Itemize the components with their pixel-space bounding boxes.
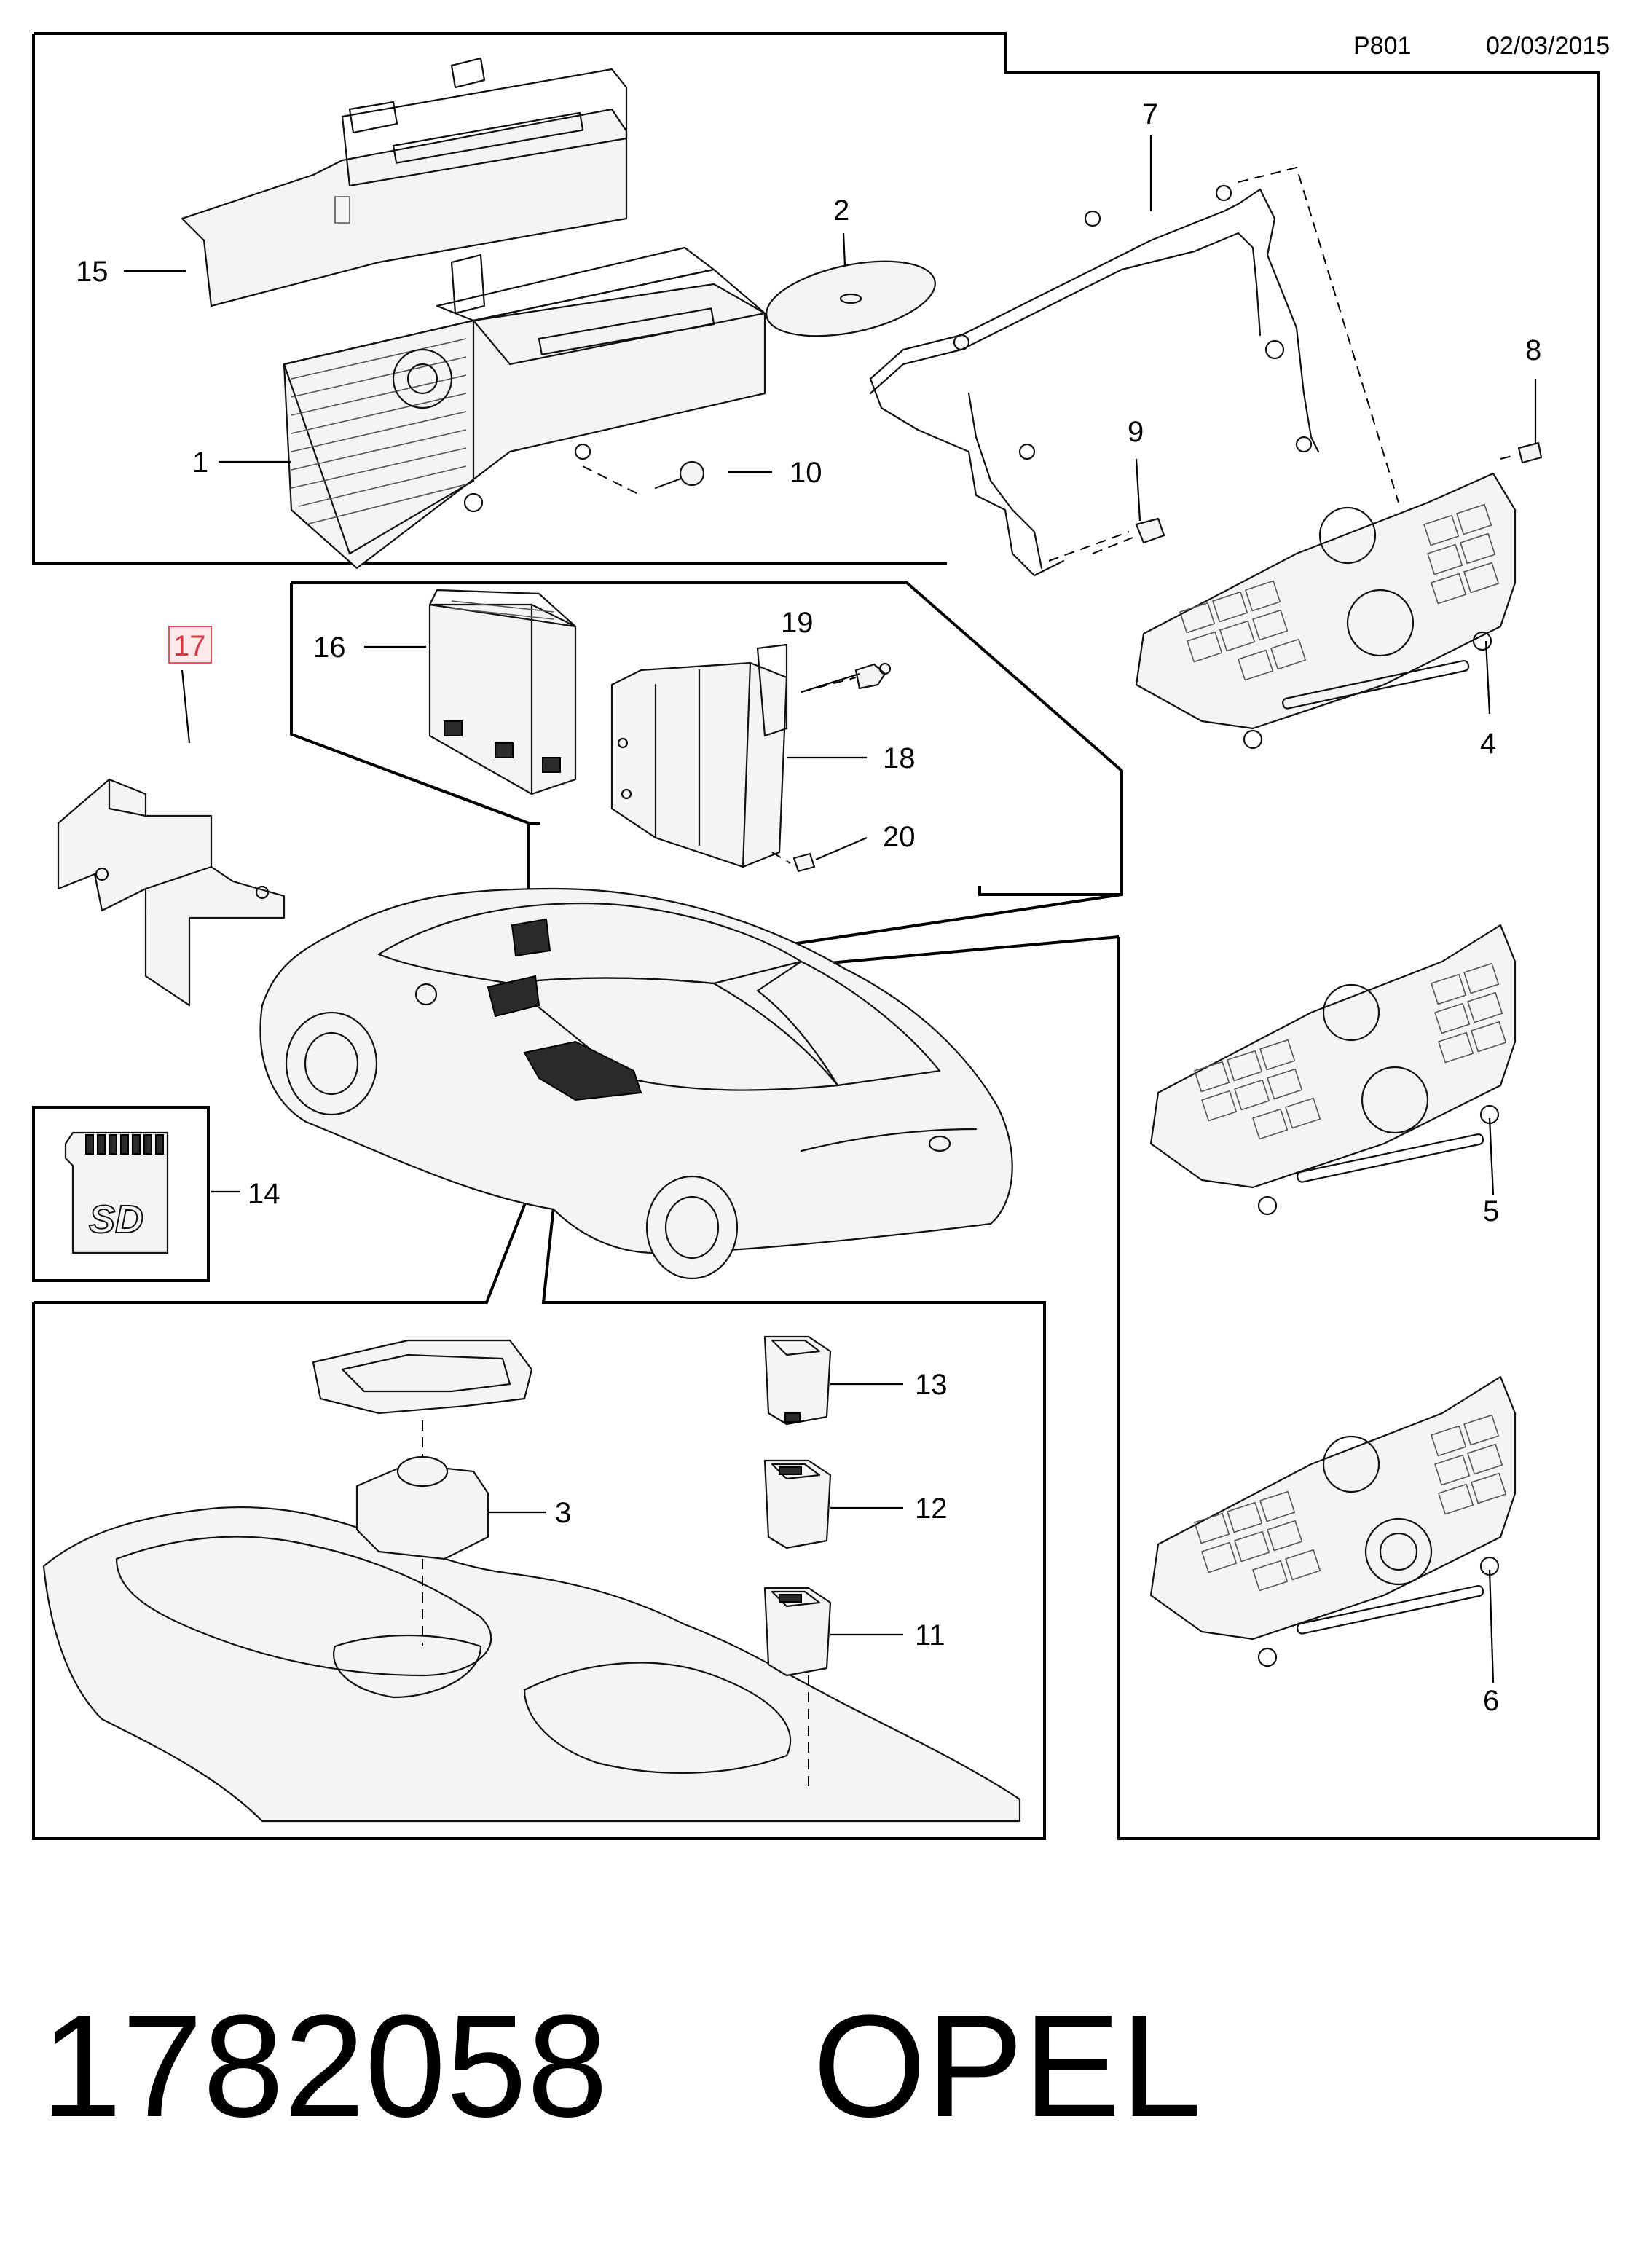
callout-15: 15 — [76, 256, 109, 288]
part-radio — [283, 246, 766, 570]
car-illustration — [259, 887, 1013, 1280]
callout-11: 11 — [915, 1619, 945, 1651]
callout-17: 17 — [173, 630, 206, 662]
callout-4: 4 — [1480, 728, 1496, 760]
callout-19: 19 — [781, 607, 814, 639]
callout-2: 2 — [833, 194, 849, 227]
part-socket-12 — [763, 1459, 832, 1549]
callout-9: 9 — [1128, 416, 1144, 448]
part-control-panel-5 — [1149, 924, 1517, 1216]
callout-12: 12 — [915, 1493, 948, 1525]
callout-8: 8 — [1525, 334, 1541, 366]
callout-18: 18 — [883, 742, 916, 774]
sd-logo: SD — [89, 1198, 143, 1241]
callout-16: 16 — [313, 632, 346, 664]
footer-part-number: 1782058 — [41, 1985, 608, 2147]
part-screw-20 — [771, 852, 816, 873]
part-screw-10 — [582, 460, 705, 496]
callout-3: 3 — [555, 1497, 571, 1529]
frame-lines — [32, 32, 1600, 1840]
part-socket-13 — [763, 1335, 832, 1426]
callout-7: 7 — [1142, 98, 1158, 130]
footer-brand: OPEL — [813, 1985, 1202, 2147]
callout-20: 20 — [883, 821, 916, 853]
callout-13: 13 — [915, 1369, 948, 1401]
part-control-panel-4 — [1135, 472, 1517, 750]
part-module-16 — [428, 589, 577, 795]
part-holder-17 — [57, 778, 286, 1007]
callout-5: 5 — [1483, 1195, 1499, 1227]
callout-17-highlight[interactable]: 17 — [168, 626, 212, 664]
callout-10: 10 — [790, 457, 822, 489]
part-socket-11 — [763, 1587, 832, 1792]
leader-lines — [124, 135, 1152, 1636]
page-date: 02/03/2015 — [1486, 32, 1610, 60]
callout-6: 6 — [1483, 1685, 1499, 1717]
part-control-panel-6 — [1149, 1375, 1517, 1683]
part-disc — [766, 260, 936, 337]
part-cd-unit — [181, 57, 628, 307]
part-bracket — [869, 166, 1399, 577]
part-sd-card: SD — [32, 1106, 210, 1282]
callout-14: 14 — [248, 1178, 280, 1210]
callout-labels: 15 1 2 7 8 9 10 16 19 18 20 4 5 6 14 3 1… — [76, 98, 1541, 1717]
part-screw-8 — [1500, 379, 1543, 464]
callout-1: 1 — [192, 447, 208, 479]
part-selector-3 — [312, 1339, 533, 1646]
page-code: P801 — [1353, 32, 1411, 60]
part-module-bracket-18 — [610, 643, 788, 868]
part-screw-9 — [1092, 458, 1165, 554]
console-illustration — [42, 1506, 1021, 1823]
